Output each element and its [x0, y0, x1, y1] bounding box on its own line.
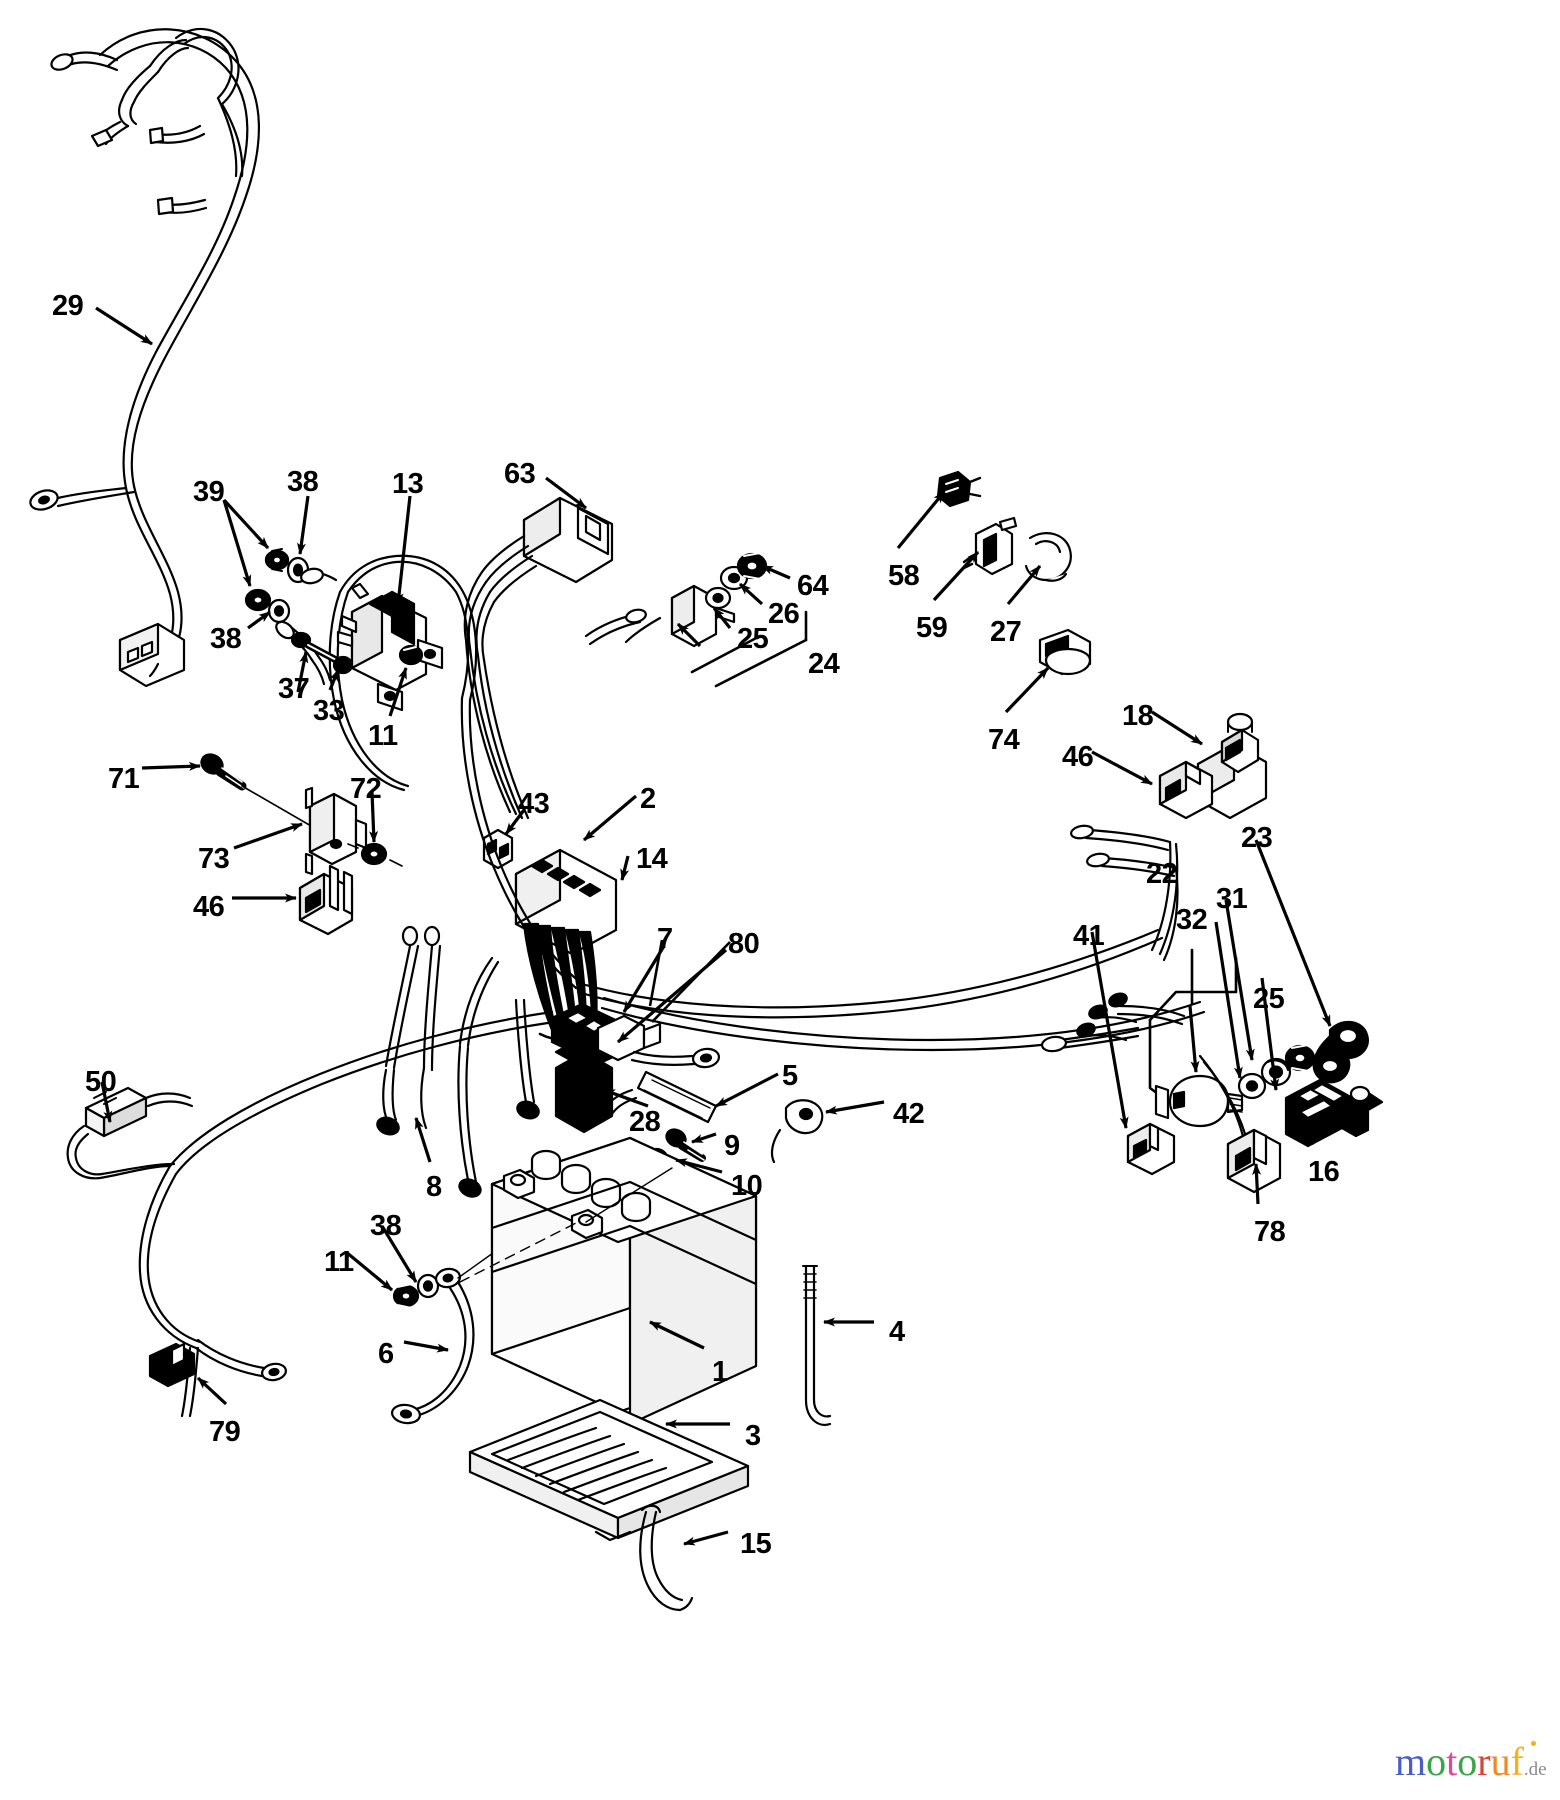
- callout-3: 3: [745, 1420, 761, 1452]
- watermark-letter-o2: o: [1457, 1739, 1478, 1784]
- callout-42: 42: [893, 1098, 925, 1130]
- part-28-terminal-boot: [554, 1038, 614, 1134]
- callout-1: 1: [712, 1356, 728, 1388]
- parts-50-79-harness: [66, 1086, 287, 1418]
- callout-64: 64: [797, 570, 829, 602]
- callout-46-right: 46: [1062, 741, 1094, 773]
- part-13-switch-assembly: [300, 554, 478, 792]
- part-29-wire-harness: [29, 28, 261, 688]
- callout-10: 10: [731, 1170, 763, 1202]
- callout-73: 73: [198, 843, 230, 875]
- callout-29: 29: [52, 290, 84, 322]
- callout-24: 24: [808, 648, 840, 680]
- callout-23: 23: [1241, 822, 1273, 854]
- part-14-harness-plug: [514, 848, 618, 1042]
- callout-9: 9: [724, 1130, 740, 1162]
- callout-13: 13: [392, 468, 424, 500]
- callout-31: 31: [1216, 883, 1248, 915]
- callout-59: 59: [916, 612, 948, 644]
- callout-32: 32: [1176, 904, 1208, 936]
- callout-28: 28: [629, 1106, 661, 1138]
- parts-37-33-11: [290, 631, 424, 675]
- watermark-suffix: .de: [1523, 1759, 1547, 1780]
- callout-4: 4: [889, 1316, 905, 1348]
- callout-58: 58: [888, 560, 920, 592]
- main-harness-lines: [168, 696, 1206, 1198]
- parts-71-72-73-switch: [200, 753, 403, 876]
- callout-11-upper: 11: [368, 720, 398, 752]
- part-46-left-terminal: [298, 864, 354, 936]
- callout-7: 7: [657, 923, 673, 955]
- callout-74: 74: [988, 724, 1020, 756]
- callout-39: 39: [193, 476, 225, 508]
- part-15-vent-hose: [639, 1504, 694, 1612]
- callout-38-upper: 38: [287, 466, 319, 498]
- parts-42-9-10: [643, 1099, 824, 1189]
- callout-16: 16: [1308, 1156, 1340, 1188]
- callout-71: 71: [108, 763, 140, 795]
- callout-15: 15: [740, 1528, 772, 1560]
- callout-33: 33: [313, 695, 345, 727]
- callout-80: 80: [728, 928, 760, 960]
- part-3-battery-tray: [468, 1398, 750, 1542]
- callout-41: 41: [1073, 920, 1105, 952]
- watermark-letter-m: m: [1395, 1739, 1427, 1784]
- callout-11-lower: 11: [324, 1246, 354, 1278]
- callout-27: 27: [990, 616, 1022, 648]
- callout-22: 22: [1146, 858, 1178, 890]
- watermark-dot: [1531, 1741, 1536, 1746]
- part-63-connector-block: [463, 496, 614, 820]
- callout-14: 14: [636, 843, 668, 875]
- callout-5: 5: [782, 1060, 798, 1092]
- callout-25-upper: 25: [737, 623, 769, 655]
- callout-72: 72: [350, 773, 382, 805]
- part-43-clip: [482, 828, 514, 870]
- callout-38-lower: 38: [210, 623, 242, 655]
- callout-79: 79: [209, 1416, 241, 1448]
- callout-18: 18: [1122, 700, 1154, 732]
- watermark-letter-t: t: [1446, 1739, 1458, 1784]
- callout-46-left: 46: [193, 891, 225, 923]
- callout-6: 6: [378, 1338, 394, 1370]
- callout-2: 2: [640, 783, 656, 815]
- parts-78-16-fuse-holder: [1198, 1054, 1384, 1194]
- watermark-letter-f: f: [1510, 1739, 1524, 1784]
- part-46-right-terminal: [1158, 760, 1214, 820]
- watermark-letter-r: r: [1477, 1739, 1491, 1784]
- callout-25-lower: 25: [1253, 983, 1285, 1015]
- callout-8: 8: [426, 1171, 442, 1203]
- callout-26: 26: [768, 598, 800, 630]
- parts-58-59-27-74-clips: [936, 470, 1092, 676]
- callout-50: 50: [85, 1066, 117, 1098]
- parts-11-38-6-battery-cable: [390, 1247, 501, 1425]
- watermark-letter-u: u: [1490, 1739, 1511, 1784]
- callout-43: 43: [518, 788, 550, 820]
- part-4-hold-down-rod: [802, 1264, 832, 1426]
- callout-37: 37: [278, 673, 310, 705]
- callout-78: 78: [1254, 1216, 1286, 1248]
- callout-38-battery: 38: [370, 1210, 402, 1242]
- motoruf-watermark: motoruf.de: [1395, 1738, 1547, 1785]
- callout-63: 63: [504, 458, 536, 490]
- part-1-battery: [459, 1136, 758, 1426]
- right-wire-bundles: [1040, 824, 1186, 1053]
- watermark-letter-o1: o: [1426, 1739, 1447, 1784]
